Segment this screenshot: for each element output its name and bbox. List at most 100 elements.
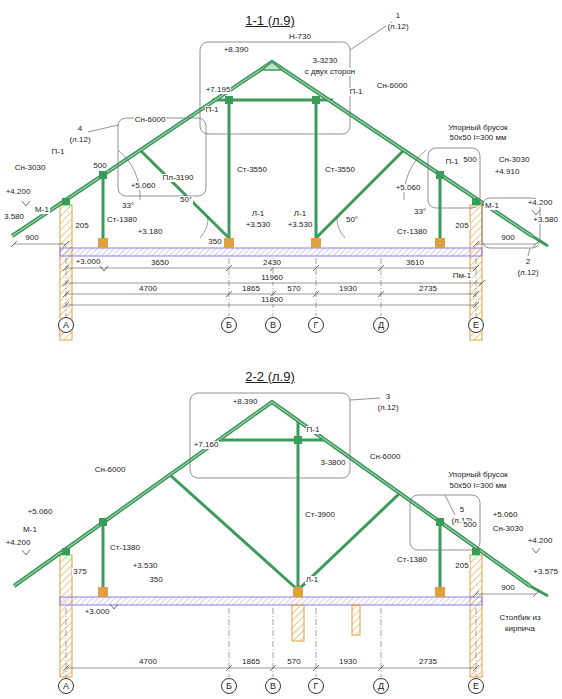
dimension-label: П-1 [349,88,364,96]
dimension-label: 375 [72,568,87,576]
axis-bubble: Г [308,678,324,694]
dimension-label: (л.12) [68,136,91,144]
dimension-label: Н-730 [288,33,312,41]
dimension-label: 3-3230 [312,57,339,65]
dimension-label: 4700 [138,285,158,293]
dimension-label: 3.580 [3,213,25,221]
dimension-label: Ст-1380 [396,228,428,236]
dimension-label: 1930 [338,285,358,293]
axis-letter: А [63,682,69,691]
dimension-label: +4.200 [5,539,32,547]
axis-bubble: Д [373,678,389,694]
dimension-label: 1 [395,12,401,20]
axis-letter: В [270,682,276,691]
dimension-label: 2430 [262,259,282,267]
dimension-label: 50° [179,196,193,204]
dimension-label: 3-3800 [320,459,347,467]
dimension-label: +5.060 [130,182,157,190]
dimension-label: 900 [500,584,515,592]
axis-bubble: Г [308,317,324,333]
dimension-label: 900 [500,234,515,242]
dimension-label: 11960 [260,274,284,282]
dimension-label: 11800 [260,296,284,304]
dimension-label: +7.160 [193,441,220,449]
dimension-label: +5.060 [492,511,519,519]
dimension-label: (л.12) [516,269,539,277]
dimension-label: Сн-3030 [492,525,525,533]
dimension-label: 3650 [150,259,170,267]
dimension-label: +5.060 [395,184,422,192]
dimension-label: Ст-1380 [396,556,428,564]
dimension-label: 50x50 l=300 мм [448,482,507,490]
dimension-label: 500 [462,156,477,164]
dimension-label: 3 [385,393,391,401]
axis-letter: В [270,321,276,330]
dimension-label: П-1 [51,148,66,156]
dimension-label: 500 [92,162,107,170]
axis-bubble: А [58,678,74,694]
axis-bubble: В [265,678,281,694]
axis-letter: Г [314,682,319,691]
axis-bubble: Е [468,678,484,694]
dimension-label: Сн-6000 [94,466,127,474]
dimension-label: Сн-6000 [369,453,402,461]
dimension-label: 2 [525,258,531,266]
dimension-label: 1865 [241,285,261,293]
dimension-label: 500 [462,521,477,529]
dimension-label: 205 [454,222,469,230]
dimension-label: Упорный брусок [447,124,509,132]
dimension-label: +3.530 [245,221,272,229]
dimension-label: Пл-3190 [162,174,195,182]
section-2 [14,393,548,677]
dimension-label: Сн-3030 [14,164,47,172]
dimension-label: Ст-1380 [106,216,138,224]
dimension-label: 5 [459,506,465,514]
dimension-label: Ст-1380 [109,544,141,552]
dimension-label: +3.000 [75,258,102,266]
dimension-label: +4.200 [527,199,554,207]
dimension-label: +8.390 [232,398,259,406]
dimension-label: (л.12) [376,404,399,412]
dimension-label: кирпича [504,625,536,633]
dimension-label: +4.200 [527,537,554,545]
axis-letter: Д [378,682,384,691]
axis-letter: Г [314,321,319,330]
dimension-label: +3.180 [137,228,164,236]
dimension-label: +4.200 [5,188,32,196]
axis-letter: Б [226,321,232,330]
axis-letter: Д [378,321,384,330]
dimension-label: 4 [77,125,83,133]
dimension-label: 1865 [241,658,261,666]
axis-bubble: Е [468,317,484,333]
section-1 [11,22,548,340]
dimension-label: 900 [24,234,39,242]
section-title: 2-2 (л.9) [244,370,296,383]
dimension-label: Ст-3550 [324,166,356,174]
dimension-label: +4.910 [494,168,521,176]
axis-bubble: Б [221,317,237,333]
dimension-label: М-1 [484,202,500,210]
dimension-label: 205 [454,562,469,570]
dimension-label: +3.580 [532,216,559,224]
dimension-label: 33° [121,202,135,210]
dimension-label: 350 [207,238,222,246]
dimension-label: 2735 [418,658,438,666]
dimension-label: с двух сторон [304,68,357,76]
dimension-label: Сн-6000 [134,116,167,124]
dimension-label: +3.000 [84,608,111,616]
dimension-label: Пм-1 [452,272,472,280]
dimension-label: П-1 [306,426,321,434]
dimension-label: Сн-6000 [376,82,409,90]
dimension-label: 570 [286,285,301,293]
dimension-label: 1930 [338,658,358,666]
axis-letter: Е [473,682,479,691]
dimension-label: Столбик из [498,614,541,622]
dimension-label: Упорный брусок [447,471,509,479]
dimension-label: П-1 [205,106,220,114]
dimension-label: Сн-3030 [498,156,531,164]
dimension-label: 350 [148,576,163,584]
dimension-label: 33° [413,208,427,216]
dimension-label: +3.530 [132,562,159,570]
dimension-label: +3.575 [532,568,559,576]
